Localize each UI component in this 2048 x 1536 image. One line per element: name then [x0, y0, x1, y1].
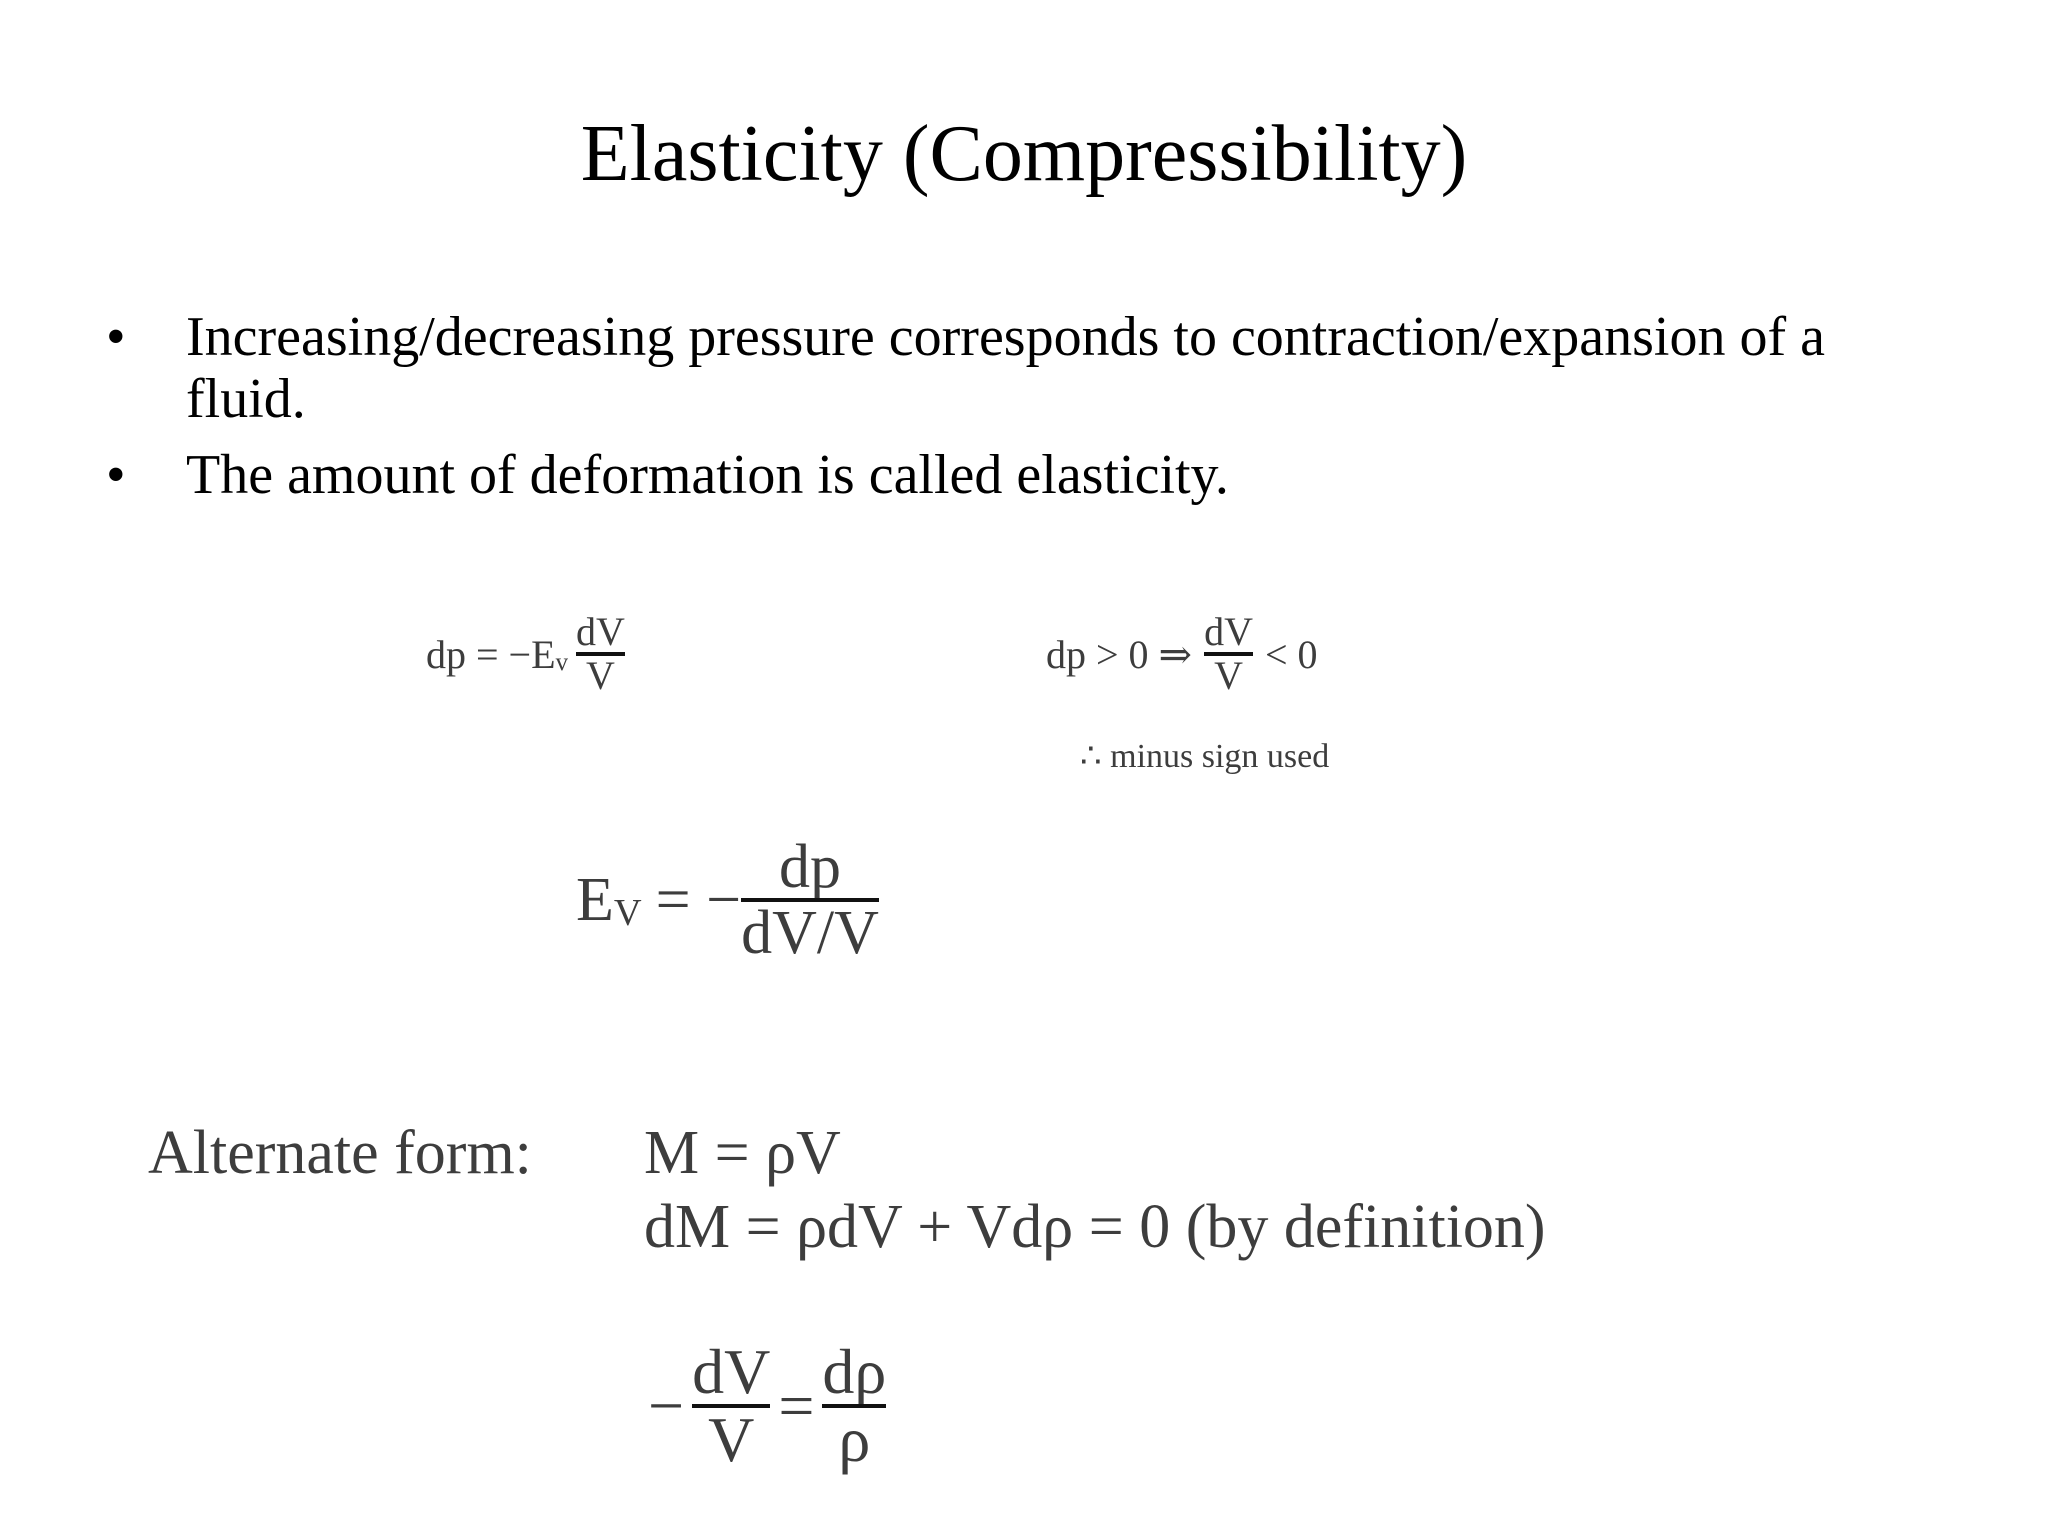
equation-symbol: E — [576, 865, 614, 934]
equation-ev-definition: E V = − dp dV/V — [576, 836, 879, 964]
equation-subscript: V — [613, 892, 642, 935]
equation-sign-condition: dp > 0 ⇒ dV V < 0 — [1046, 612, 1318, 696]
fraction: dV V — [1204, 612, 1253, 696]
bullet-text: The amount of deformation is called elas… — [186, 444, 1229, 506]
equation-minus: − — [648, 1370, 685, 1441]
equation-subscript: v — [555, 648, 568, 676]
fraction-bar — [1204, 652, 1253, 656]
denominator: ρ — [838, 1404, 871, 1475]
fraction: dρ ρ — [822, 1336, 887, 1475]
fraction: dp dV/V — [741, 836, 879, 964]
fraction: dV V — [575, 609, 625, 698]
equation-note: ∴ minus sign used — [1080, 738, 1330, 775]
equation-bulk-modulus: dp = −E v dV V — [426, 612, 625, 696]
fraction-bar — [575, 652, 625, 656]
equation-lhs: dp = −E — [426, 631, 556, 677]
denominator: dV/V — [741, 899, 879, 967]
mass-equation: M = ρV — [644, 1119, 841, 1187]
equation-equals: = − — [655, 865, 742, 934]
bullet-text: Increasing/decreasing pressure correspon… — [186, 306, 1825, 430]
numerator: dV — [692, 1336, 771, 1407]
denominator: V — [585, 653, 615, 698]
fraction-bar — [822, 1404, 887, 1408]
slide-title: Elasticity (Compressibility) — [580, 110, 1468, 198]
numerator: dp — [778, 833, 841, 901]
bullet-marker: • — [106, 444, 126, 506]
fraction-bar — [741, 898, 879, 902]
alternate-form-label: Alternate form: — [148, 1119, 532, 1187]
mass-differential-equation: dM = ρdV + Vdρ = 0 (by definition) — [644, 1193, 1546, 1261]
equation-equals: = — [778, 1370, 815, 1441]
fraction-bar — [692, 1404, 771, 1408]
equation-lhs: dp > 0 ⇒ — [1046, 631, 1193, 677]
numerator: dρ — [822, 1336, 887, 1407]
denominator: V — [1214, 653, 1243, 698]
denominator: V — [708, 1404, 755, 1475]
bullet-marker: • — [106, 306, 126, 368]
equation-density-relation: − dV V = dρ ρ — [648, 1336, 887, 1475]
numerator: dV — [1204, 609, 1253, 654]
equation-rhs: < 0 — [1264, 631, 1318, 677]
numerator: dV — [575, 609, 625, 654]
fraction: dV V — [692, 1336, 771, 1475]
